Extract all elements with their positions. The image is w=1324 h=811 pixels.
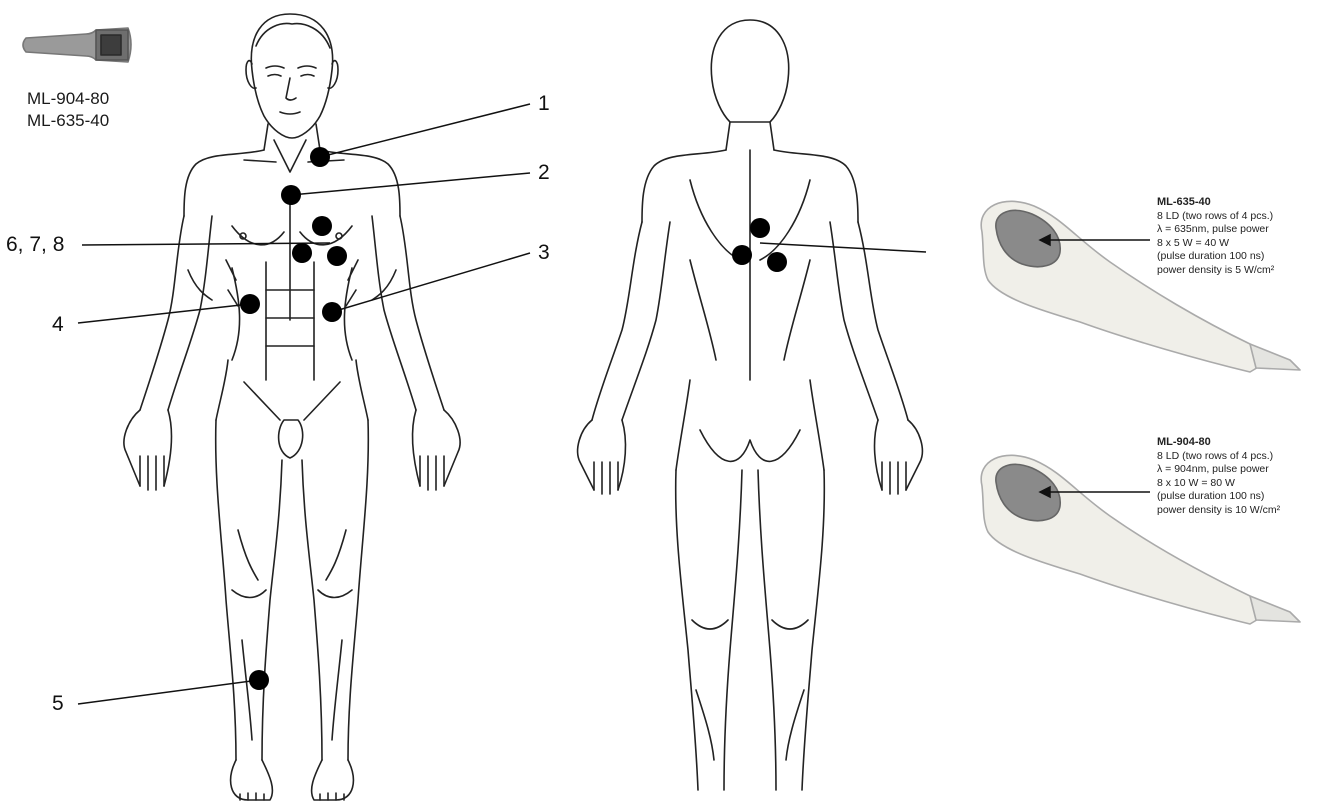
marker-label-1: 1 bbox=[538, 92, 550, 116]
leader-line-2 bbox=[291, 173, 530, 195]
point-dot bbox=[750, 218, 770, 238]
marker-label-2: 2 bbox=[538, 161, 550, 185]
leader-line-1 bbox=[320, 104, 530, 157]
marker-label-3: 3 bbox=[538, 241, 550, 265]
leader-line-3 bbox=[332, 253, 530, 312]
spec-line: λ = 904nm, pulse power bbox=[1157, 463, 1280, 477]
point-dot bbox=[732, 245, 752, 265]
spec-line: 8 x 10 W = 80 W bbox=[1157, 477, 1280, 491]
marker-label-5: 5 bbox=[52, 692, 64, 716]
spec-block-ml-904-80: ML-904-80 8 LD (two rows of 4 pcs.) λ = … bbox=[1157, 436, 1280, 517]
spec-line: 8 x 5 W = 40 W bbox=[1157, 237, 1274, 251]
spec-line: power density is 5 W/cm² bbox=[1157, 264, 1274, 278]
spec-line: 8 LD (two rows of 4 pcs.) bbox=[1157, 450, 1280, 464]
spec-line: (pulse duration 100 ns) bbox=[1157, 490, 1280, 504]
front-body-figure bbox=[124, 14, 460, 800]
spec-line: power density is 10 W/cm² bbox=[1157, 504, 1280, 518]
marker-label-4: 4 bbox=[52, 313, 64, 337]
point-dot bbox=[322, 302, 342, 322]
spec-title: ML-904-80 bbox=[1157, 436, 1280, 450]
leader-line-4 bbox=[78, 304, 250, 323]
back-body-figure bbox=[578, 20, 923, 790]
spec-line: 8 LD (two rows of 4 pcs.) bbox=[1157, 210, 1274, 224]
leader-line-5 bbox=[78, 680, 259, 704]
point-dot bbox=[240, 294, 260, 314]
spec-line: (pulse duration 100 ns) bbox=[1157, 250, 1274, 264]
spec-title: ML-635-40 bbox=[1157, 196, 1274, 210]
point-dot bbox=[310, 147, 330, 167]
point-dot bbox=[312, 216, 332, 236]
device-model-label: ML-904-80 bbox=[27, 88, 109, 110]
device-thumbnail bbox=[23, 28, 131, 62]
spec-line: λ = 635nm, pulse power bbox=[1157, 223, 1274, 237]
point-dot bbox=[281, 185, 301, 205]
device-model-label: ML-635-40 bbox=[27, 110, 109, 132]
marker-label-6-7-8: 6, 7, 8 bbox=[6, 233, 64, 257]
point-dot bbox=[249, 670, 269, 690]
spec-block-ml-635-40: ML-635-40 8 LD (two rows of 4 pcs.) λ = … bbox=[1157, 196, 1274, 277]
point-dot bbox=[292, 243, 312, 263]
leader-line-6-7-8 bbox=[82, 243, 330, 245]
point-dot bbox=[327, 246, 347, 266]
point-dot bbox=[767, 252, 787, 272]
leader-line-back bbox=[760, 243, 926, 252]
